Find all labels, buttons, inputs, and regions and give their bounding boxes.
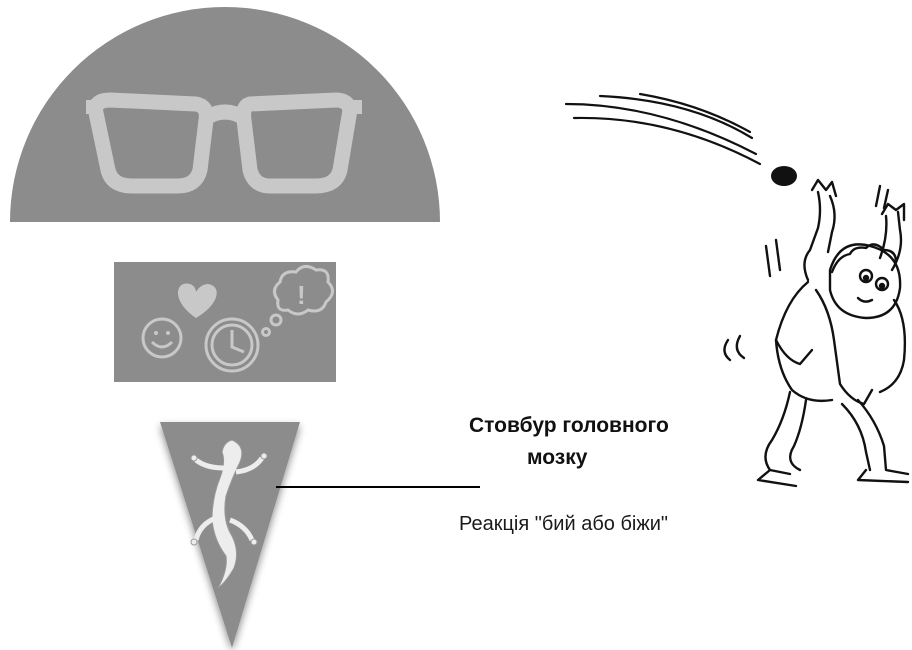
brainstem-label-line1: Стовбур головного bbox=[455, 410, 715, 442]
frightened-person-illustration bbox=[724, 180, 908, 486]
reaction-label: Реакція "бий або біжи" bbox=[459, 513, 668, 536]
thrown-rock bbox=[566, 94, 797, 186]
neocortex-dome bbox=[10, 7, 440, 222]
brainstem-label-line2: мозку bbox=[455, 442, 715, 474]
brainstem-label: Стовбур головного мозку bbox=[455, 410, 715, 474]
brainstem-triangle bbox=[160, 422, 300, 648]
svg-text:!: ! bbox=[297, 280, 306, 310]
limbic-box: ! bbox=[114, 262, 336, 382]
